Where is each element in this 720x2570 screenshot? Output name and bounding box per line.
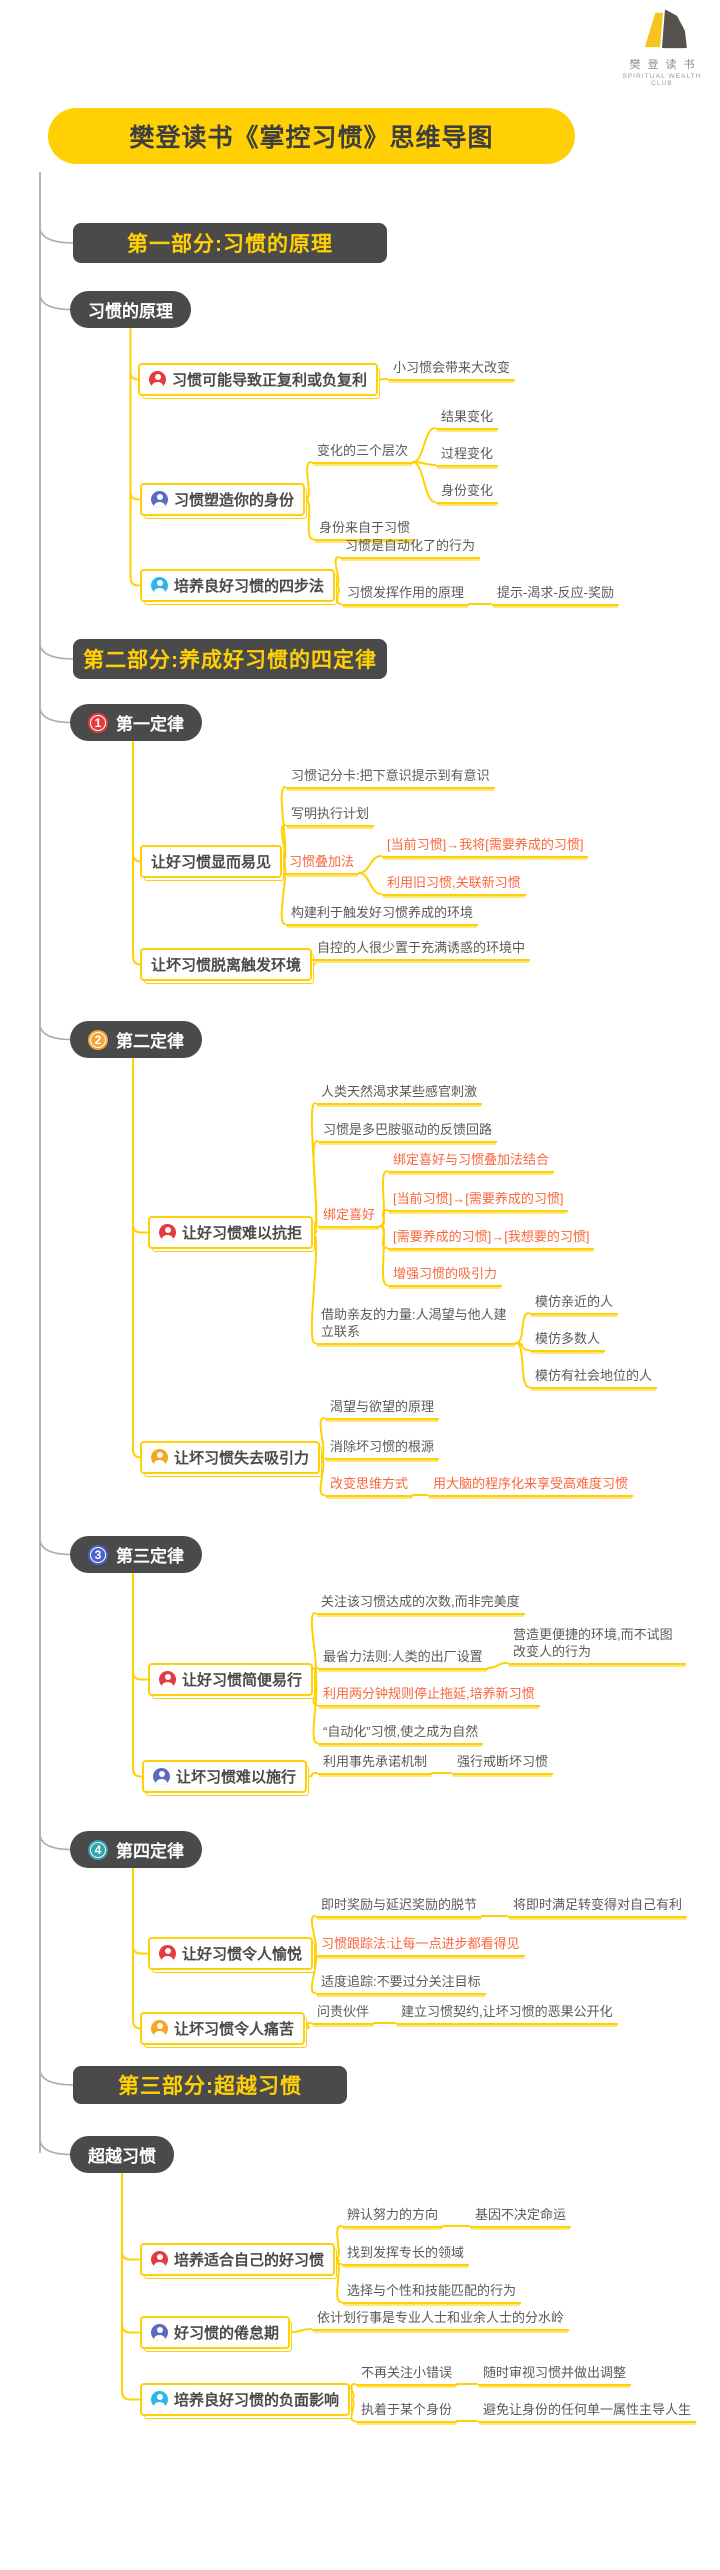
- person-icon: [151, 1449, 168, 1466]
- node-beyond-habits[interactable]: 超越习惯: [70, 2136, 174, 2173]
- node-bundling-with-stacking[interactable]: 绑定喜好与习惯叠加法结合: [388, 1150, 555, 1173]
- node-identity-from-habits[interactable]: 身份来自于习惯: [314, 518, 416, 541]
- node-stacking-formula[interactable]: [当前习惯]→我将[需要养成的习惯]: [382, 835, 589, 858]
- node-habit-stacking[interactable]: 习惯叠加法: [284, 852, 360, 875]
- section-header-part1[interactable]: 第一部分:习惯的原理: [73, 223, 387, 263]
- node-law4[interactable]: 4 第四定律: [70, 1831, 202, 1868]
- node-downside-of-good-habits[interactable]: 培养良好习惯的负面影响: [140, 2383, 351, 2416]
- section-header-part3[interactable]: 第三部分:超越习惯: [73, 2066, 347, 2104]
- node-imitate-many[interactable]: 模仿多数人: [530, 1329, 606, 1352]
- node-habit-contract[interactable]: 建立习惯契约,让坏习惯的恶果公开化: [396, 2002, 618, 2025]
- node-effort-direction[interactable]: 辨认努力的方向: [342, 2205, 444, 2228]
- node-law2[interactable]: 2 第二定律: [70, 1021, 202, 1058]
- node-change-mindset[interactable]: 改变思维方式: [325, 1474, 414, 1497]
- node-automate-habits[interactable]: “自动化”习惯,使之成为自然: [318, 1722, 484, 1745]
- node-make-it-painful[interactable]: 让坏习惯令人痛苦: [140, 2012, 306, 2045]
- node-social-power[interactable]: 借助亲友的力量:人渴望与他人建立联系: [316, 1305, 516, 1345]
- node-habits-automated[interactable]: 习惯是自动化了的行为: [340, 536, 481, 559]
- node-cling-to-identity[interactable]: 执着于某个身份: [356, 2400, 458, 2423]
- node-avoid-single-identity[interactable]: 避免让身份的任何单一属性主导人生: [478, 2400, 697, 2423]
- node-implementation-plan[interactable]: 写明执行计划: [286, 804, 375, 827]
- node-make-it-attractive[interactable]: 让好习惯难以抗拒: [148, 1216, 314, 1249]
- node-build-trigger-environment[interactable]: 构建利于触发好习惯养成的环境: [286, 903, 479, 926]
- person-icon: [159, 1224, 176, 1241]
- node-imitate-close[interactable]: 模仿亲近的人: [530, 1292, 619, 1315]
- node-remove-bad-root[interactable]: 消除坏习惯的根源: [325, 1437, 440, 1460]
- brand-logo-en: SPIRITUAL WEALTH CLUB: [622, 73, 702, 87]
- node-two-minute-rule[interactable]: 利用两分钟规则停止拖延,培养新习惯: [318, 1684, 540, 1707]
- node-make-it-easy[interactable]: 让好习惯简便易行: [148, 1663, 314, 1696]
- node-small-habits-big-change[interactable]: 小习惯会带来大改变: [388, 358, 516, 381]
- node-three-levels[interactable]: 变化的三个层次: [312, 441, 414, 464]
- node-habits-that-fit-you[interactable]: 培养适合自己的好习惯: [140, 2243, 336, 2276]
- node-law3[interactable]: 3 第三定律: [70, 1536, 202, 1573]
- node-habit-burnout[interactable]: 好习惯的倦怠期: [140, 2316, 291, 2349]
- node-habit-scorecard[interactable]: 习惯记分卡:把下意识提示到有意识: [286, 766, 495, 789]
- brand-logo-cn: 樊登读书: [629, 59, 702, 71]
- person-icon: [151, 491, 168, 508]
- node-craving-principle[interactable]: 渴望与欲望的原理: [325, 1397, 440, 1420]
- node-make-satisfaction-useful[interactable]: 将即时满足转变得对自己有利: [508, 1895, 688, 1918]
- person-icon: [149, 371, 166, 388]
- node-bundle-formula-1[interactable]: [当前习惯]→[需要养成的习惯]: [388, 1189, 569, 1212]
- node-forced-quit[interactable]: 强行戒断坏习惯: [452, 1752, 554, 1775]
- node-make-it-unattractive[interactable]: 让坏习惯失去吸引力: [140, 1441, 321, 1474]
- node-review-and-adjust[interactable]: 随时审视习惯并做出调整: [478, 2363, 632, 2386]
- node-how-habits-work[interactable]: 习惯发挥作用的原理: [342, 583, 470, 606]
- brand-logo: 樊登读书 SPIRITUAL WEALTH CLUB: [612, 8, 712, 87]
- node-instant-vs-delayed-reward[interactable]: 即时奖励与延迟奖励的脱节: [316, 1895, 483, 1918]
- circled-number-4: 4: [88, 1839, 108, 1860]
- node-find-strength-field[interactable]: 找到发挥专长的领域: [342, 2243, 470, 2266]
- node-genes-not-destiny[interactable]: 基因不决定命运: [470, 2205, 572, 2228]
- node-cue-craving-response-reward[interactable]: 提示-渴求-反应-奖励: [492, 583, 619, 606]
- node-habit-principles[interactable]: 习惯的原理: [70, 291, 191, 328]
- person-icon: [159, 1945, 176, 1962]
- node-make-it-obvious[interactable]: 让好习惯显而易见: [140, 845, 283, 878]
- node-self-control-environment[interactable]: 自控的人很少置于充满诱惑的环境中: [312, 938, 531, 961]
- person-icon: [151, 2391, 168, 2408]
- node-imitate-powerful[interactable]: 模仿有社会地位的人: [530, 1366, 658, 1389]
- map-title: 樊登读书《掌控习惯》思维导图: [48, 108, 575, 164]
- person-icon: [159, 1671, 176, 1688]
- node-compound-interest[interactable]: 习惯可能导致正复利或负复利: [138, 363, 379, 396]
- node-sensory-craving[interactable]: 人类天然渴求某些感官刺激: [316, 1082, 483, 1105]
- node-enjoy-hard-habits[interactable]: 用大脑的程序化来享受高难度习惯: [428, 1474, 634, 1497]
- mountain-logo-icon: [644, 9, 687, 49]
- node-commitment-device[interactable]: 利用事先承诺机制: [318, 1752, 433, 1775]
- node-outcome-change[interactable]: 结果变化: [436, 407, 499, 430]
- node-accountability-partner[interactable]: 问责伙伴: [312, 2002, 375, 2025]
- node-match-personality-skill[interactable]: 选择与个性和技能匹配的行为: [342, 2281, 522, 2304]
- circled-number-1: 1: [88, 712, 108, 733]
- node-bundle-formula-2[interactable]: [需要养成的习惯]→[我想要的习惯]: [388, 1227, 595, 1250]
- node-process-change[interactable]: 过程变化: [436, 444, 499, 467]
- node-make-it-satisfying[interactable]: 让好习惯令人愉悦: [148, 1937, 314, 1970]
- section-header-part2[interactable]: 第二部分:养成好习惯的四定律: [73, 639, 387, 679]
- node-remove-bad-triggers[interactable]: 让坏习惯脱离触发环境: [140, 948, 313, 981]
- node-habit-tracking[interactable]: 习惯跟踪法:让每一点进步都看得见: [316, 1934, 525, 1957]
- node-convenient-environment[interactable]: 营造更便捷的环境,而不试图改变人的行为: [508, 1625, 686, 1665]
- person-icon: [153, 1768, 170, 1785]
- person-icon: [151, 2251, 168, 2268]
- person-icon: [151, 577, 168, 594]
- node-identity-change[interactable]: 身份变化: [436, 481, 499, 504]
- trunk-line: [39, 172, 41, 2153]
- node-four-step-method[interactable]: 培养良好习惯的四步法: [140, 569, 336, 602]
- person-icon: [151, 2324, 168, 2341]
- node-ignore-small-mistakes[interactable]: 不再关注小错误: [356, 2363, 458, 2386]
- node-least-effort-law[interactable]: 最省力法则:人类的出厂设置: [318, 1647, 488, 1670]
- node-temptation-bundling[interactable]: 绑定喜好: [318, 1205, 381, 1228]
- node-dopamine-loop[interactable]: 习惯是多巴胺驱动的反馈回路: [318, 1120, 498, 1143]
- person-icon: [151, 2020, 168, 2037]
- circled-number-3: 3: [88, 1544, 108, 1565]
- node-plan-divides-pro-amateur[interactable]: 依计划行事是专业人士和业余人士的分水岭: [312, 2308, 570, 2331]
- node-increase-attractiveness[interactable]: 增强习惯的吸引力: [388, 1264, 503, 1287]
- node-link-old-new-habit[interactable]: 利用旧习惯,关联新习惯: [382, 873, 526, 896]
- node-repetitions-not-perfection[interactable]: 关注该习惯达成的次数,而非完美度: [316, 1592, 525, 1615]
- node-habits-shape-identity[interactable]: 习惯塑造你的身份: [140, 483, 306, 516]
- node-law1[interactable]: 1 第一定律: [70, 704, 202, 741]
- node-moderate-tracking[interactable]: 适度追踪:不要过分关注目标: [316, 1972, 486, 1995]
- circled-number-2: 2: [88, 1029, 108, 1050]
- node-make-it-difficult[interactable]: 让坏习惯难以施行: [142, 1760, 308, 1793]
